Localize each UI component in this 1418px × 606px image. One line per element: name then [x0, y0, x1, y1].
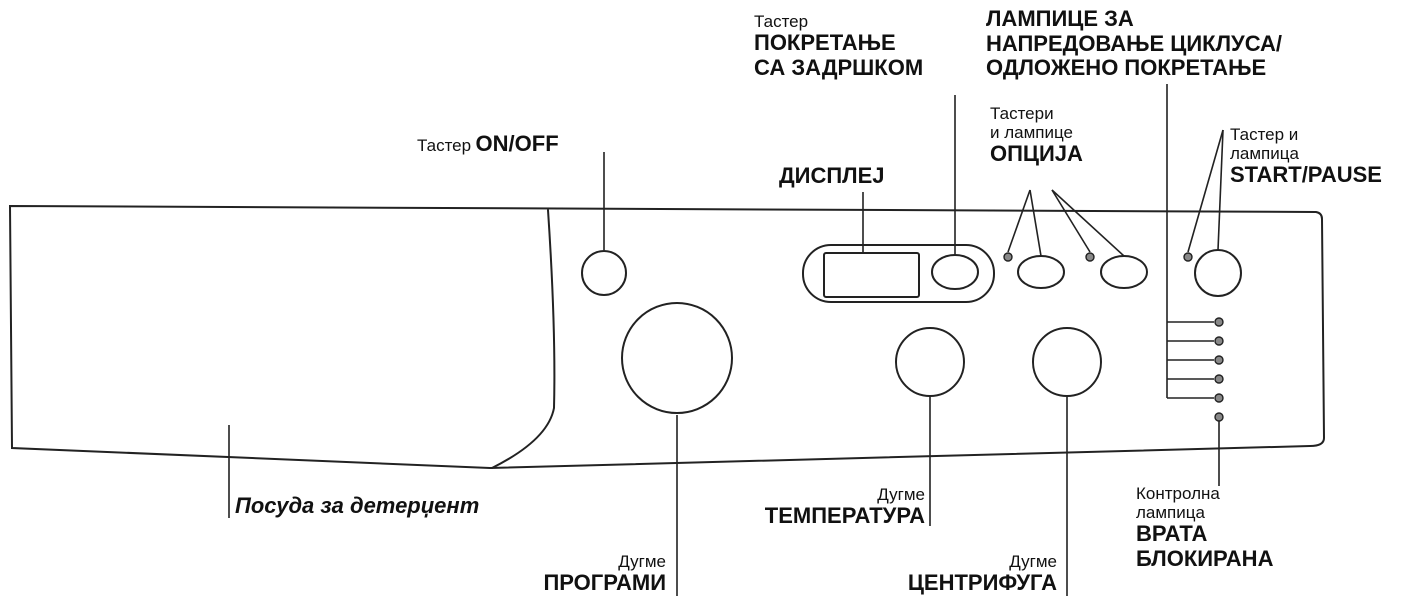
label-delay-big-2: СА ЗАДРШКОМ	[754, 54, 924, 80]
programs-knob-shape	[621, 302, 733, 414]
start-pause-lamp	[1183, 252, 1193, 262]
label-start-small-1: Тастер и	[1230, 125, 1299, 144]
label-spin-big: ЦЕНТРИФУГА	[907, 570, 1057, 596]
delay-start-button-shape	[931, 254, 979, 290]
label-temperature-small: Дугме	[877, 485, 925, 504]
label-start-small-2: лампица	[1230, 144, 1299, 164]
label-door-locked: Контролна лампица ВРАТА БЛОКИРАНА	[1136, 484, 1273, 571]
label-door-big-1: ВРАТА	[1136, 521, 1208, 547]
option-lamp-1	[1003, 252, 1013, 262]
label-programs-small: Дугме	[618, 552, 666, 571]
detergent-drawer-seam	[491, 209, 556, 469]
label-delay-start: Тастер ПОКРЕТАЊЕ СА ЗАДРШКОМ	[754, 12, 923, 80]
label-programs: Дугме ПРОГРАМИ	[543, 552, 666, 596]
label-progress-big-1: ЛАМПИЦЕ ЗА	[986, 6, 1134, 31]
label-onoff-small: Тастер	[417, 136, 472, 155]
label-options-big: ОПЦИЈА	[990, 141, 1083, 167]
leader-options-b	[1029, 189, 1042, 257]
label-display-big: ДИСПЛЕЈ	[779, 163, 885, 188]
label-start-pause: Тастер и лампица START/PAUSE	[1230, 125, 1382, 188]
progress-lamp-5	[1214, 393, 1224, 403]
leader-start-b	[1217, 129, 1224, 251]
onoff-button-shape	[581, 250, 627, 296]
start-pause-button-shape	[1194, 249, 1242, 297]
label-display: ДИСПЛЕЈ	[779, 163, 885, 189]
option-lamp-2	[1085, 252, 1095, 262]
leader-options-a	[1007, 189, 1031, 253]
label-delay-big-1: ПОКРЕТАЊЕ	[754, 30, 896, 56]
label-spin: Дугме ЦЕНТРИФУГА	[908, 552, 1057, 596]
label-progress-big-2: НАПРЕДОВАЊЕ ЦИКЛУСА/	[986, 30, 1283, 56]
label-door-small-1: Контролна	[1136, 484, 1220, 503]
temperature-knob-shape	[895, 327, 965, 397]
option-button-2-shape	[1100, 255, 1148, 289]
label-door-small-2: лампица	[1136, 503, 1205, 523]
label-progress-big-3: ОДЛОЖЕНО ПОКРЕТАЊЕ	[986, 55, 1267, 81]
option-button-1-shape	[1017, 255, 1065, 289]
display-screen	[823, 252, 920, 298]
display-housing	[802, 244, 995, 303]
label-options-small-2: и лампице	[990, 123, 1073, 143]
leader-options-c	[1051, 189, 1091, 253]
progress-lamp-4	[1214, 374, 1224, 384]
label-programs-big: ПРОГРАМИ	[543, 570, 666, 596]
leader-options-d	[1051, 189, 1125, 257]
door-locked-lamp	[1214, 412, 1224, 422]
leader-start-a	[1187, 129, 1224, 253]
label-onoff-big: ON/OFF	[475, 131, 559, 156]
label-start-big: START/PAUSE	[1230, 162, 1382, 188]
label-progress-lamps: ЛАМПИЦЕ ЗА НАПРЕДОВАЊЕ ЦИКЛУСА/ ОДЛОЖЕНО…	[986, 6, 1283, 81]
progress-lamp-3	[1214, 355, 1224, 365]
label-delay-small: Тастер	[754, 12, 809, 31]
label-door-big-2: БЛОКИРАНА	[1136, 545, 1274, 571]
label-spin-small: Дугме	[1009, 552, 1057, 571]
label-onoff: Тастер ON/OFF	[417, 131, 559, 157]
control-panel-outline	[8, 204, 1326, 470]
label-options: Тастери и лампице ОПЦИЈА	[990, 104, 1083, 167]
label-detergent-drawer: Посуда за детерџент	[235, 493, 480, 518]
spin-knob-shape	[1032, 327, 1102, 397]
label-temperature: Дугме ТЕМПЕРАТУРА	[765, 485, 925, 529]
label-options-small-1: Тастери	[990, 104, 1054, 123]
progress-lamp-1	[1214, 317, 1224, 327]
label-temperature-big: ТЕМПЕРАТУРА	[764, 503, 925, 529]
progress-lamp-2	[1214, 336, 1224, 346]
